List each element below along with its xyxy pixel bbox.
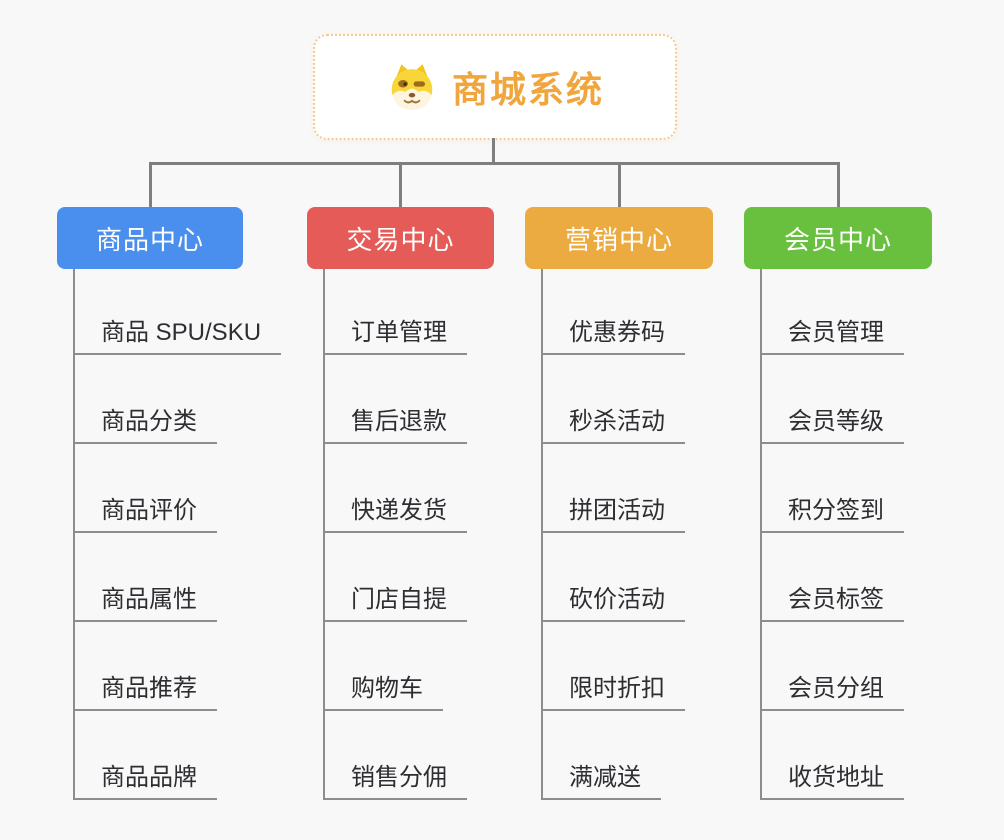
- root-title: 商城系统: [451, 69, 604, 110]
- tree-item[interactable]: 销售分佣: [325, 711, 467, 800]
- branch: 会员中心 会员管理会员等级积分签到会员标签会员分组收货地址: [744, 207, 932, 800]
- tree-item[interactable]: 购物车: [325, 622, 443, 711]
- connector-horizontal-bar: [149, 162, 840, 165]
- connector-root-drop: [492, 138, 495, 164]
- branch: 营销中心 优惠券码秒杀活动拼团活动砍价活动限时折扣满减送: [525, 207, 713, 800]
- branch-box-3[interactable]: 营销中心: [525, 207, 713, 269]
- branch-box-2[interactable]: 交易中心: [307, 207, 494, 269]
- branch-box-1[interactable]: 商品中心: [57, 207, 243, 269]
- tree-item[interactable]: 会员管理: [762, 269, 904, 355]
- tree-item[interactable]: 商品属性: [75, 533, 217, 622]
- connector-drop-4: [837, 164, 840, 208]
- tree-item[interactable]: 会员标签: [762, 533, 904, 622]
- tree-item[interactable]: 收货地址: [762, 711, 904, 800]
- tree-item[interactable]: 门店自提: [325, 533, 467, 622]
- branch: 交易中心 订单管理售后退款快递发货门店自提购物车销售分佣: [307, 207, 494, 800]
- tree-item[interactable]: 售后退款: [325, 355, 467, 444]
- tree-item[interactable]: 订单管理: [325, 269, 467, 355]
- tree-item[interactable]: 优惠券码: [543, 269, 685, 355]
- tree-item[interactable]: 快递发货: [325, 444, 467, 533]
- tree-item[interactable]: 会员分组: [762, 622, 904, 711]
- tree-item[interactable]: 砍价活动: [543, 533, 685, 622]
- tree-item[interactable]: 限时折扣: [543, 622, 685, 711]
- tree-item[interactable]: 积分签到: [762, 444, 904, 533]
- connector-drop-2: [399, 164, 402, 208]
- root-node[interactable]: 商城系统: [313, 34, 677, 140]
- branch-box-4[interactable]: 会员中心: [744, 207, 932, 269]
- branch-items: 优惠券码秒杀活动拼团活动砍价活动限时折扣满减送: [541, 269, 713, 800]
- tree-item[interactable]: 拼团活动: [543, 444, 685, 533]
- connector-drop-1: [149, 164, 152, 208]
- tree-item[interactable]: 商品 SPU/SKU: [75, 269, 282, 355]
- tree-item[interactable]: 商品品牌: [75, 711, 217, 800]
- tree-item[interactable]: 会员等级: [762, 355, 904, 444]
- branch-items: 订单管理售后退款快递发货门店自提购物车销售分佣: [323, 269, 494, 800]
- branch-items: 会员管理会员等级积分签到会员标签会员分组收货地址: [760, 269, 932, 800]
- tree-item[interactable]: 商品分类: [75, 355, 217, 444]
- connector-drop-3: [618, 164, 621, 208]
- tree-item[interactable]: 商品推荐: [75, 622, 217, 711]
- tree-item[interactable]: 满减送: [543, 711, 661, 800]
- tree-item[interactable]: 秒杀活动: [543, 355, 685, 444]
- tree-item[interactable]: 商品评价: [75, 444, 217, 533]
- shiba-dog-icon: [391, 64, 433, 110]
